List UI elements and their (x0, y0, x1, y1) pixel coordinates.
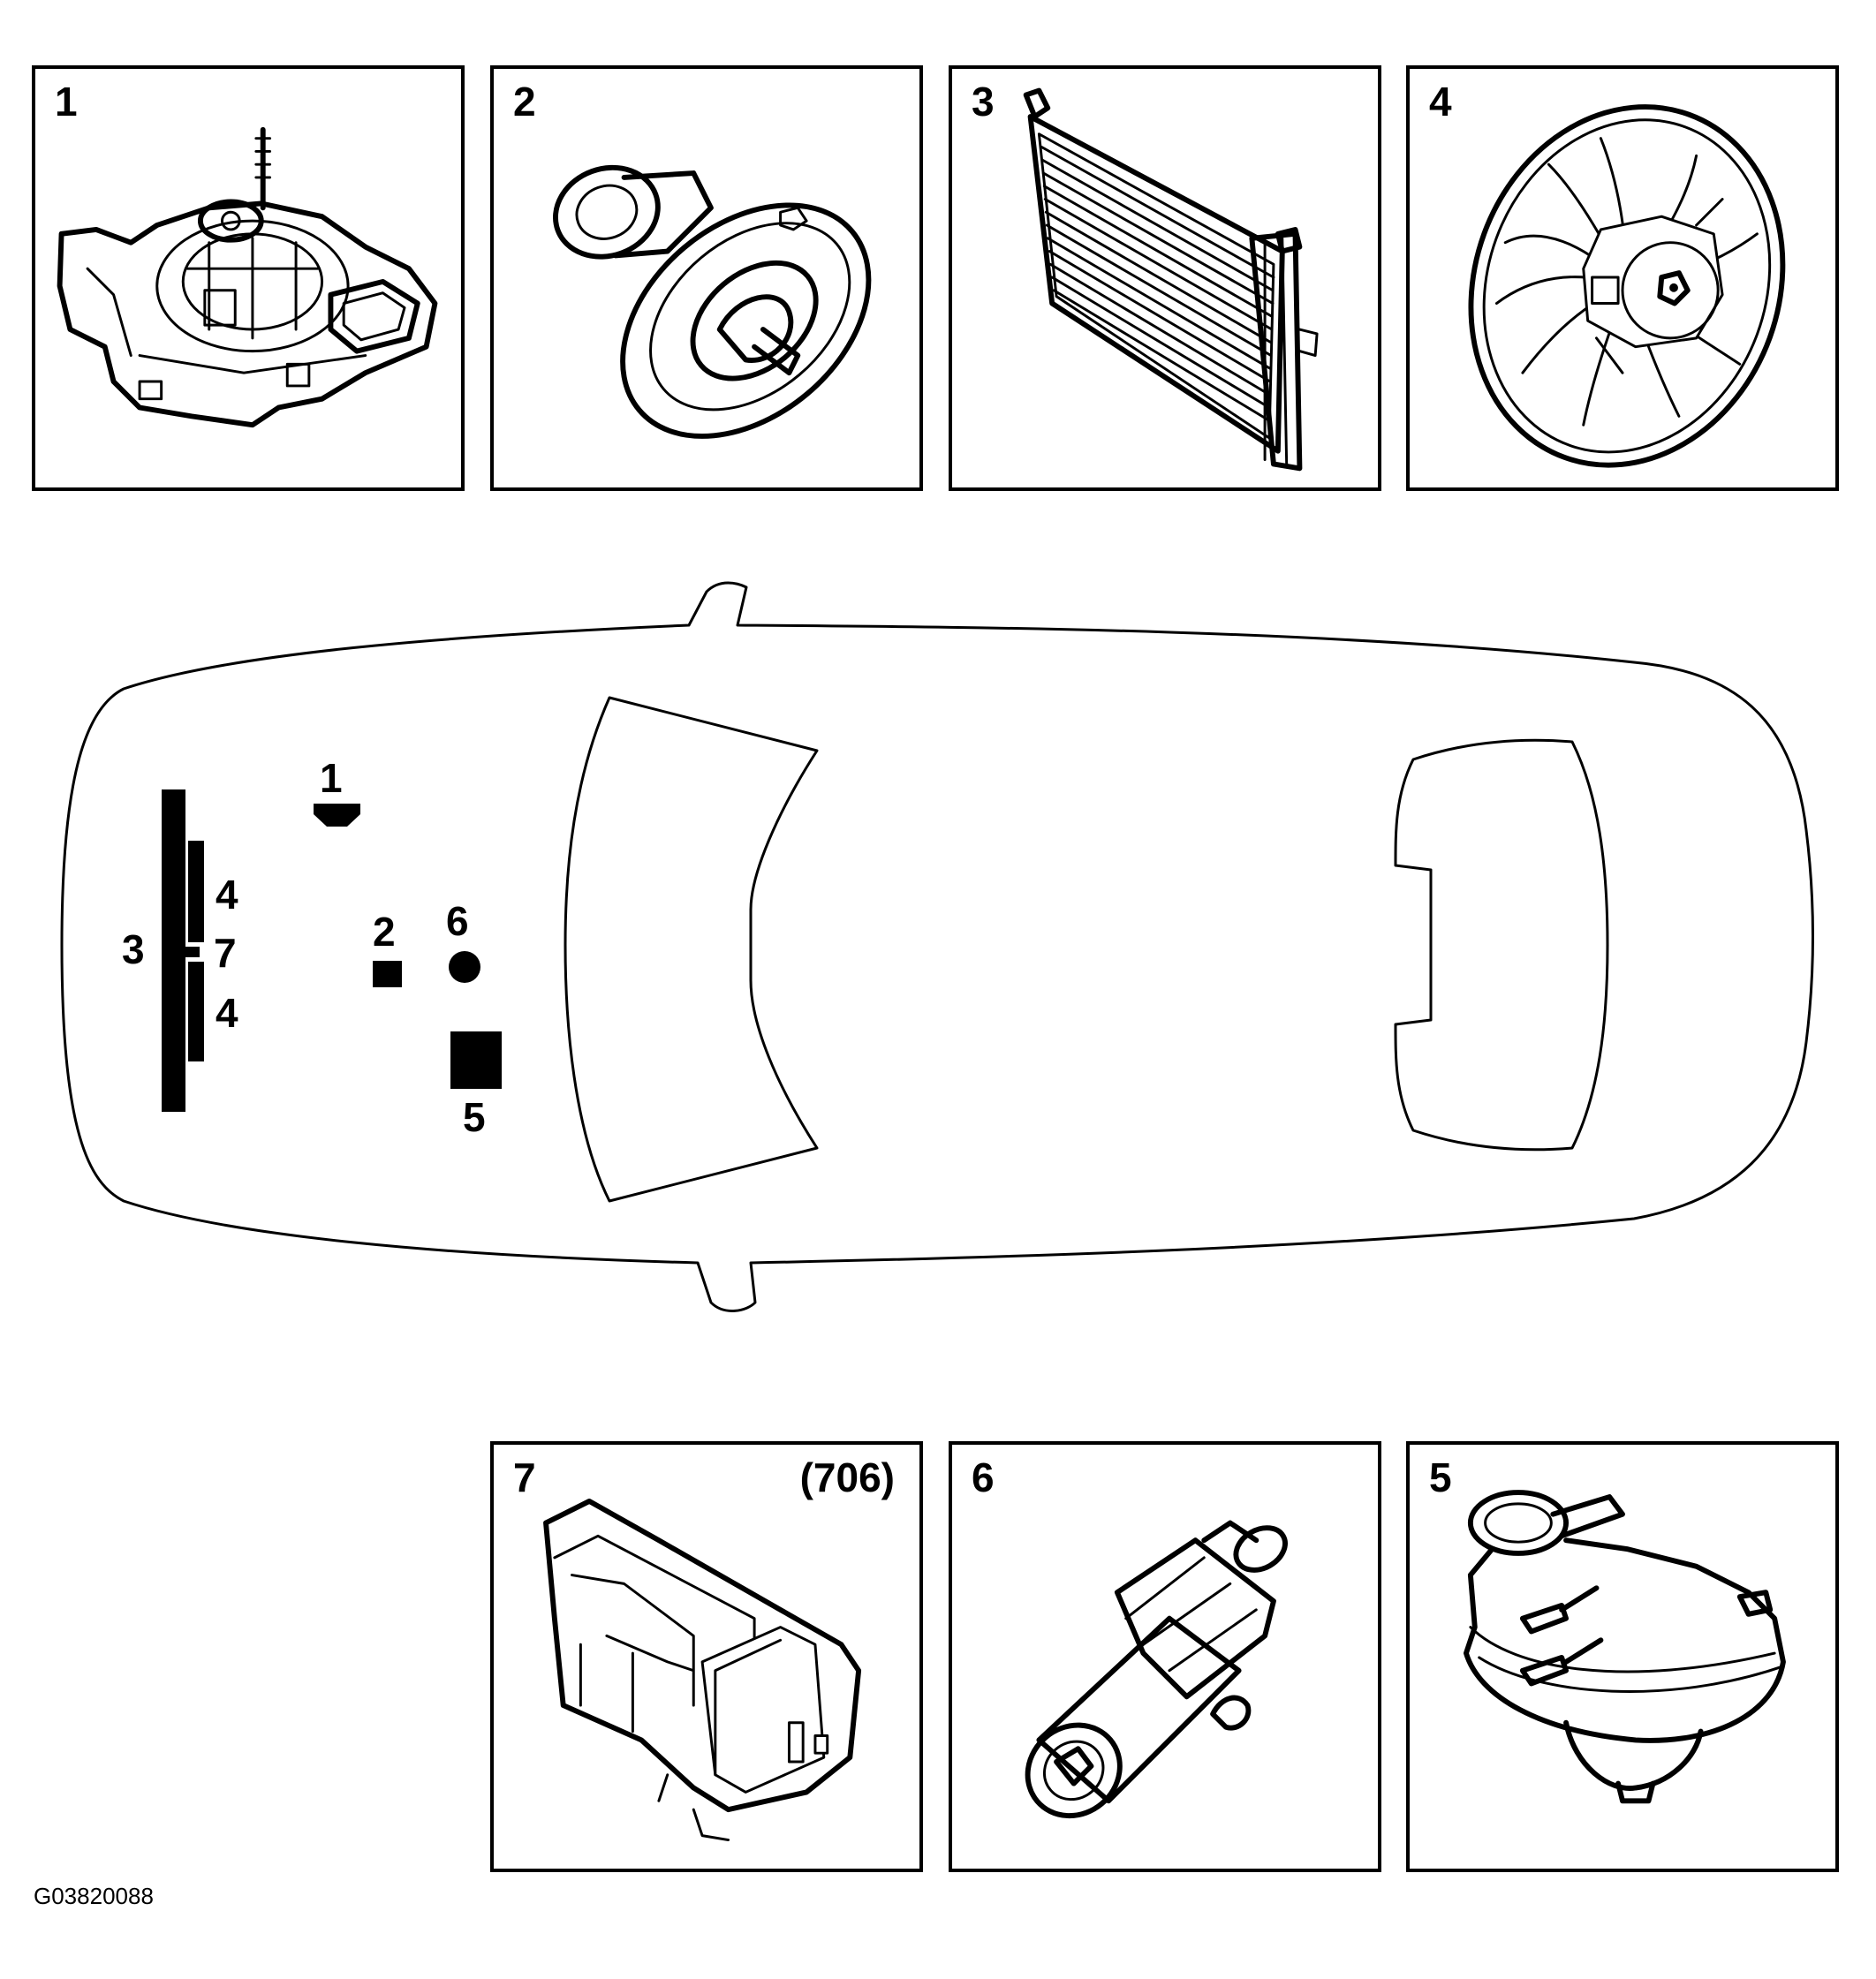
part-code: (706) (799, 1454, 895, 1500)
panel-number: 4 (1429, 79, 1452, 125)
panel-number: 2 (513, 79, 536, 125)
component-panel-4: 4 (1406, 65, 1839, 491)
component-panel-1: 1 (32, 65, 465, 491)
radiator-icon (1023, 87, 1319, 472)
vehicle-top-view: 1 3 4 7 4 2 6 5 (0, 565, 1876, 1360)
component-panel-2: 2 (490, 65, 923, 491)
panel-number: 5 (1429, 1454, 1452, 1500)
cooling-fan-icon (1468, 104, 1786, 468)
callout-4-lower: 4 (216, 990, 238, 1036)
callout-7: 7 (214, 930, 237, 976)
panel-number: 6 (972, 1454, 995, 1500)
callout-1: 1 (320, 755, 343, 801)
vehicle-outline (60, 581, 1814, 1312)
callout-2: 2 (373, 909, 396, 955)
panel-number: 1 (55, 79, 78, 125)
panel-number: 3 (972, 79, 995, 125)
component-panel-6: 6 (949, 1441, 1381, 1872)
thermostat-icon (553, 164, 872, 439)
water-pump-icon (57, 126, 438, 428)
callout-5: 5 (463, 1094, 486, 1140)
figure-code: G03820088 (34, 1883, 154, 1909)
callout-3: 3 (122, 926, 145, 972)
callout-4-upper: 4 (216, 872, 238, 918)
component-panel-3: 3 (949, 65, 1381, 491)
expansion-tank-icon (1464, 1490, 1786, 1804)
callout-6: 6 (446, 898, 469, 944)
component-panel-5: 5 (1406, 1441, 1839, 1872)
control-module-icon (543, 1498, 862, 1842)
component-panel-7: 7 (706) (490, 1441, 923, 1872)
auxiliary-pump-icon (1025, 1520, 1288, 1819)
panel-number: 7 (513, 1454, 536, 1500)
